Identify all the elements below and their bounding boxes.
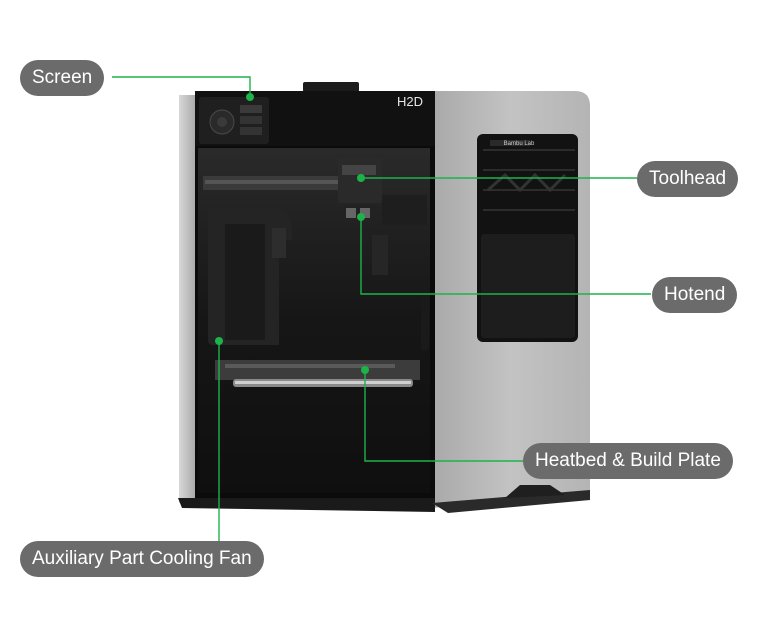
leader-lines	[112, 76, 651, 542]
anchor-dot-aux-fan	[215, 337, 223, 345]
anchor-dot-toolhead	[357, 174, 365, 182]
window-brand-text: Bambu Lab	[504, 141, 535, 147]
top-handle	[303, 82, 359, 92]
leader-screen	[112, 76, 251, 97]
callout-heatbed: Heatbed & Build Plate	[523, 443, 733, 479]
leader-hotend	[360, 217, 651, 295]
front-frame-post	[179, 95, 197, 503]
callout-aux-fan: Auxiliary Part Cooling Fan	[20, 541, 264, 577]
callout-toolhead: Toolhead	[637, 161, 739, 197]
anchor-dot-heatbed	[361, 366, 369, 374]
callout-hotend: Hotend	[652, 277, 738, 313]
base	[178, 498, 435, 512]
anchor-dot-hotend	[357, 213, 365, 221]
callout-screen: Screen	[20, 60, 105, 96]
heatbed	[215, 360, 420, 380]
anchor-dot-screen	[246, 93, 254, 101]
leader-heatbed	[364, 370, 523, 462]
model-badge: H2D	[397, 94, 423, 109]
